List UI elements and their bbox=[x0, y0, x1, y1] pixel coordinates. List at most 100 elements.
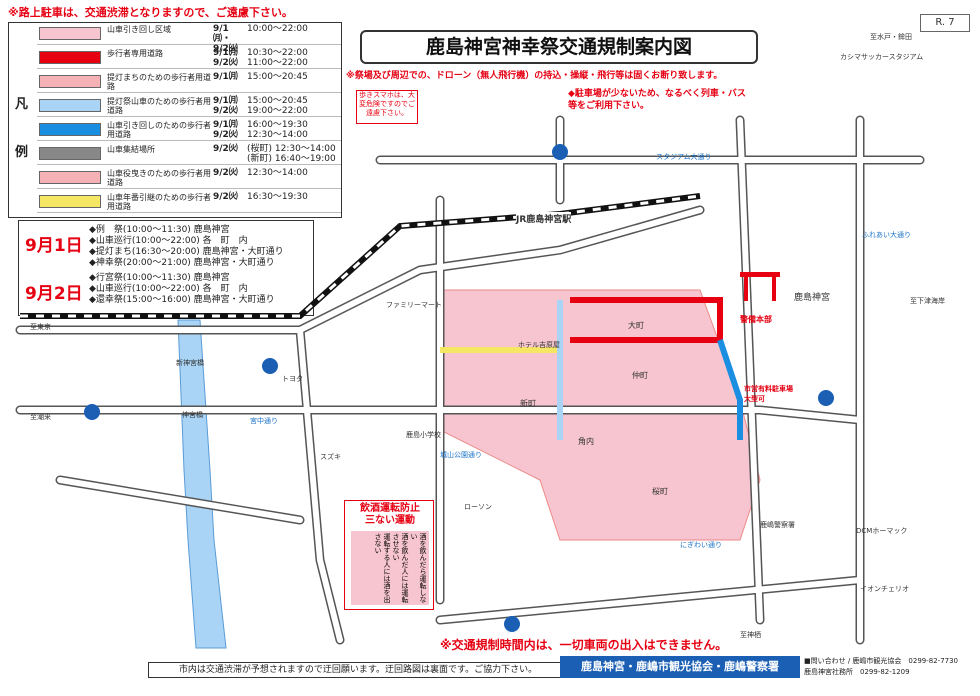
legend-name: 山車役曳きのための歩行者用道路 bbox=[107, 169, 211, 187]
torii-icon bbox=[740, 272, 780, 301]
legend-swatch bbox=[39, 99, 101, 112]
legend-name: 山車引き回し区域 bbox=[107, 25, 171, 34]
map-title: 鹿島神宮神幸祭交通規制案内図 bbox=[360, 30, 758, 64]
to-shimotsu-label: 至下津海岸 bbox=[910, 297, 945, 305]
legend-time: 15:00〜20:45 19:00〜22:00 bbox=[247, 96, 308, 116]
dcm-label: DCMホーマック bbox=[856, 527, 908, 535]
legend-time: 10:30〜22:00 11:00〜22:00 bbox=[247, 48, 308, 68]
legend-kanji-1: 凡 bbox=[15, 97, 29, 112]
time-notice: ※交通規制時間内は、一切車両の出入はできません。 bbox=[440, 638, 728, 652]
legend-name: 山車集結場所 bbox=[107, 145, 155, 154]
route-124-marker bbox=[818, 390, 834, 406]
legend-kanji-2: 例 bbox=[15, 145, 29, 160]
legend-time: 10:00〜22:00 bbox=[247, 24, 308, 34]
schedule-event: ◆還幸祭(15:00〜16:00) 鹿島神宮・大町通り bbox=[89, 295, 275, 305]
legend-date: 9/2㈫ bbox=[213, 144, 238, 154]
shinmachi-label: 新町 bbox=[520, 399, 536, 408]
bridge-label-2: 神宮橋 bbox=[182, 411, 203, 419]
legend-time: 16:30〜19:30 bbox=[247, 192, 308, 202]
school-label: 鹿島小学校 bbox=[406, 431, 441, 439]
road-fureai: ふれあい大通り bbox=[862, 231, 911, 239]
legend-date: 9/2㈫ bbox=[213, 192, 238, 202]
legend-date: 9/2㈫ bbox=[213, 168, 238, 178]
legend-swatch bbox=[39, 195, 101, 208]
schedule-event: ◆例 祭(10:00〜11:30) 鹿島神宮 bbox=[89, 225, 230, 235]
to-kamisu-label: 至神栖 bbox=[740, 631, 761, 639]
to-tokyo-label: 至東京 bbox=[30, 323, 51, 331]
legend-time: 15:00〜20:45 bbox=[247, 72, 308, 82]
legend-name: 歩行者専用道路 bbox=[107, 49, 163, 58]
legend-date: 9/1㈪・9/2㈫ bbox=[213, 24, 238, 54]
city-parking-label: 市営有料駐車場大型可 bbox=[744, 385, 793, 403]
nakamachi-label: 仲町 bbox=[632, 371, 648, 380]
legend-time: 12:30〜14:00 bbox=[247, 168, 308, 178]
organizers: 鹿島神宮・鹿嶋市観光協会・鹿嶋警察署 bbox=[560, 656, 800, 678]
schedule-event: ◆山車巡行(10:00〜22:00) 各 町 内 bbox=[89, 284, 248, 294]
road-joyama: 城山公園通り bbox=[440, 451, 482, 459]
drone-notice: ※祭場及び周辺での、ドローン（無人飛行機）の持込・操縦・飛行等は固くお断り致しま… bbox=[346, 71, 723, 81]
legend-time: (桜町) 12:30〜14:00 (新町) 16:40〜19:00 bbox=[247, 144, 336, 164]
schedule-events-2: ◆行宮祭(10:00〜11:30) 鹿島神宮◆山車巡行(10:00〜22:00)… bbox=[89, 273, 311, 306]
detour-notice: 市内は交通渋滞が予想されますので迂回願います。迂回路図は裏面です。ご協力下さい。 bbox=[148, 662, 568, 678]
legend-swatch bbox=[39, 27, 101, 40]
legend-date: 9/1㈪ bbox=[213, 72, 238, 82]
police-station-label: 鹿嶋警察署 bbox=[760, 521, 795, 529]
legend-date: 9/1㈪ 9/2㈫ bbox=[213, 120, 238, 140]
route-51-marker bbox=[262, 358, 278, 374]
float-route-road bbox=[717, 339, 743, 440]
legend-swatch bbox=[39, 123, 101, 136]
suzuki-label: スズキ bbox=[320, 453, 341, 461]
hotel-label: ホテル吉原屋 bbox=[518, 341, 560, 349]
schedule-event: ◆提灯まち(16:30〜20:00) 鹿島神宮・大町通り bbox=[89, 247, 284, 257]
legend-time: 16:00〜19:30 12:30〜14:00 bbox=[247, 120, 308, 140]
legend-row: 山車集結場所 9/2㈫ (桜町) 12:30〜14:00 (新町) 16:40〜19… bbox=[37, 143, 341, 165]
river bbox=[177, 319, 227, 649]
walk-phone-notice: 歩きスマホは、大変危険ですのでご遠慮下さい。 bbox=[356, 90, 418, 124]
road-miyanaka: 宮中通り bbox=[250, 417, 278, 425]
legend-name: 山車引き回しのための歩行者用道路 bbox=[107, 121, 211, 139]
jr-station-label: JR鹿島神宮駅 bbox=[516, 212, 572, 225]
legend-name: 提灯まちのための歩行者用道路 bbox=[107, 73, 211, 91]
stadium-label: カシマサッカースタジアム bbox=[840, 53, 924, 61]
schedule-events-1: ◆例 祭(10:00〜11:30) 鹿島神宮◆山車巡行(10:00〜22:00)… bbox=[89, 225, 311, 269]
toyota-label: トヨタ bbox=[282, 375, 303, 383]
schedule-event: ◆神幸祭(20:00〜21:00) 鹿島神宮・大町通り bbox=[89, 258, 275, 268]
parking-warning: ※路上駐車は、交通渋滞となりますので、ご遠慮下さい。 bbox=[8, 6, 293, 19]
omachi-label: 大町 bbox=[628, 321, 644, 330]
drunk-driving-box: 飲酒運転防止 三ない運動 酒を飲んだら運転しない 酒を飲んだ人には運転させない … bbox=[344, 500, 434, 610]
schedule-day-1: 9月1日 bbox=[25, 236, 83, 256]
legend-date: 9/1㈪ 9/2㈫ bbox=[213, 96, 238, 116]
aeon-label: イオンチェリオ bbox=[860, 585, 909, 593]
drunk-driving-body: 酒を飲んだら運転しない 酒を飲んだ人には運転させない 運転する人には酒を出さない bbox=[351, 531, 429, 605]
parking-notice: ◆駐車場が少ないため、なるべく列車・バス等をご利用下さい。 bbox=[568, 89, 746, 111]
bridge-label: 新神宮橋 bbox=[176, 359, 204, 367]
to-mito-label: 至水戸・鉾田 bbox=[870, 33, 912, 41]
schedule-event: ◆行宮祭(10:00〜11:30) 鹿島神宮 bbox=[89, 273, 230, 283]
familymart-label: ファミリーマート bbox=[386, 301, 442, 309]
lawson-label: ローソン bbox=[464, 503, 492, 511]
legend-swatch bbox=[39, 51, 101, 64]
drunk-driving-title: 飲酒運転防止 三ない運動 bbox=[360, 503, 420, 526]
legend-swatch bbox=[39, 147, 101, 160]
route-51-marker bbox=[552, 144, 568, 160]
route-124-marker bbox=[504, 616, 520, 632]
contact-info: ■問い合わせ / 鹿嶋市観光協会 0299-82-7730 鹿島神宮社務所 02… bbox=[804, 657, 959, 676]
schedule-event: ◆山車巡行(10:00〜22:00) 各 町 内 bbox=[89, 236, 248, 246]
legend-name: 山車年番引継のための歩行者用道路 bbox=[107, 193, 211, 211]
legend-swatch bbox=[39, 75, 101, 88]
page-number: R. 7 bbox=[920, 14, 970, 32]
shrine-label: 鹿島神宮 bbox=[794, 293, 831, 303]
railway-icon bbox=[20, 193, 701, 319]
police-hq-label: 警備本部 bbox=[740, 315, 772, 324]
road-stadium: スタジアム大通り bbox=[656, 153, 712, 161]
legend-swatch bbox=[39, 171, 101, 184]
schedule-day-2: 9月2日 bbox=[25, 284, 83, 304]
route-51-marker bbox=[84, 404, 100, 420]
